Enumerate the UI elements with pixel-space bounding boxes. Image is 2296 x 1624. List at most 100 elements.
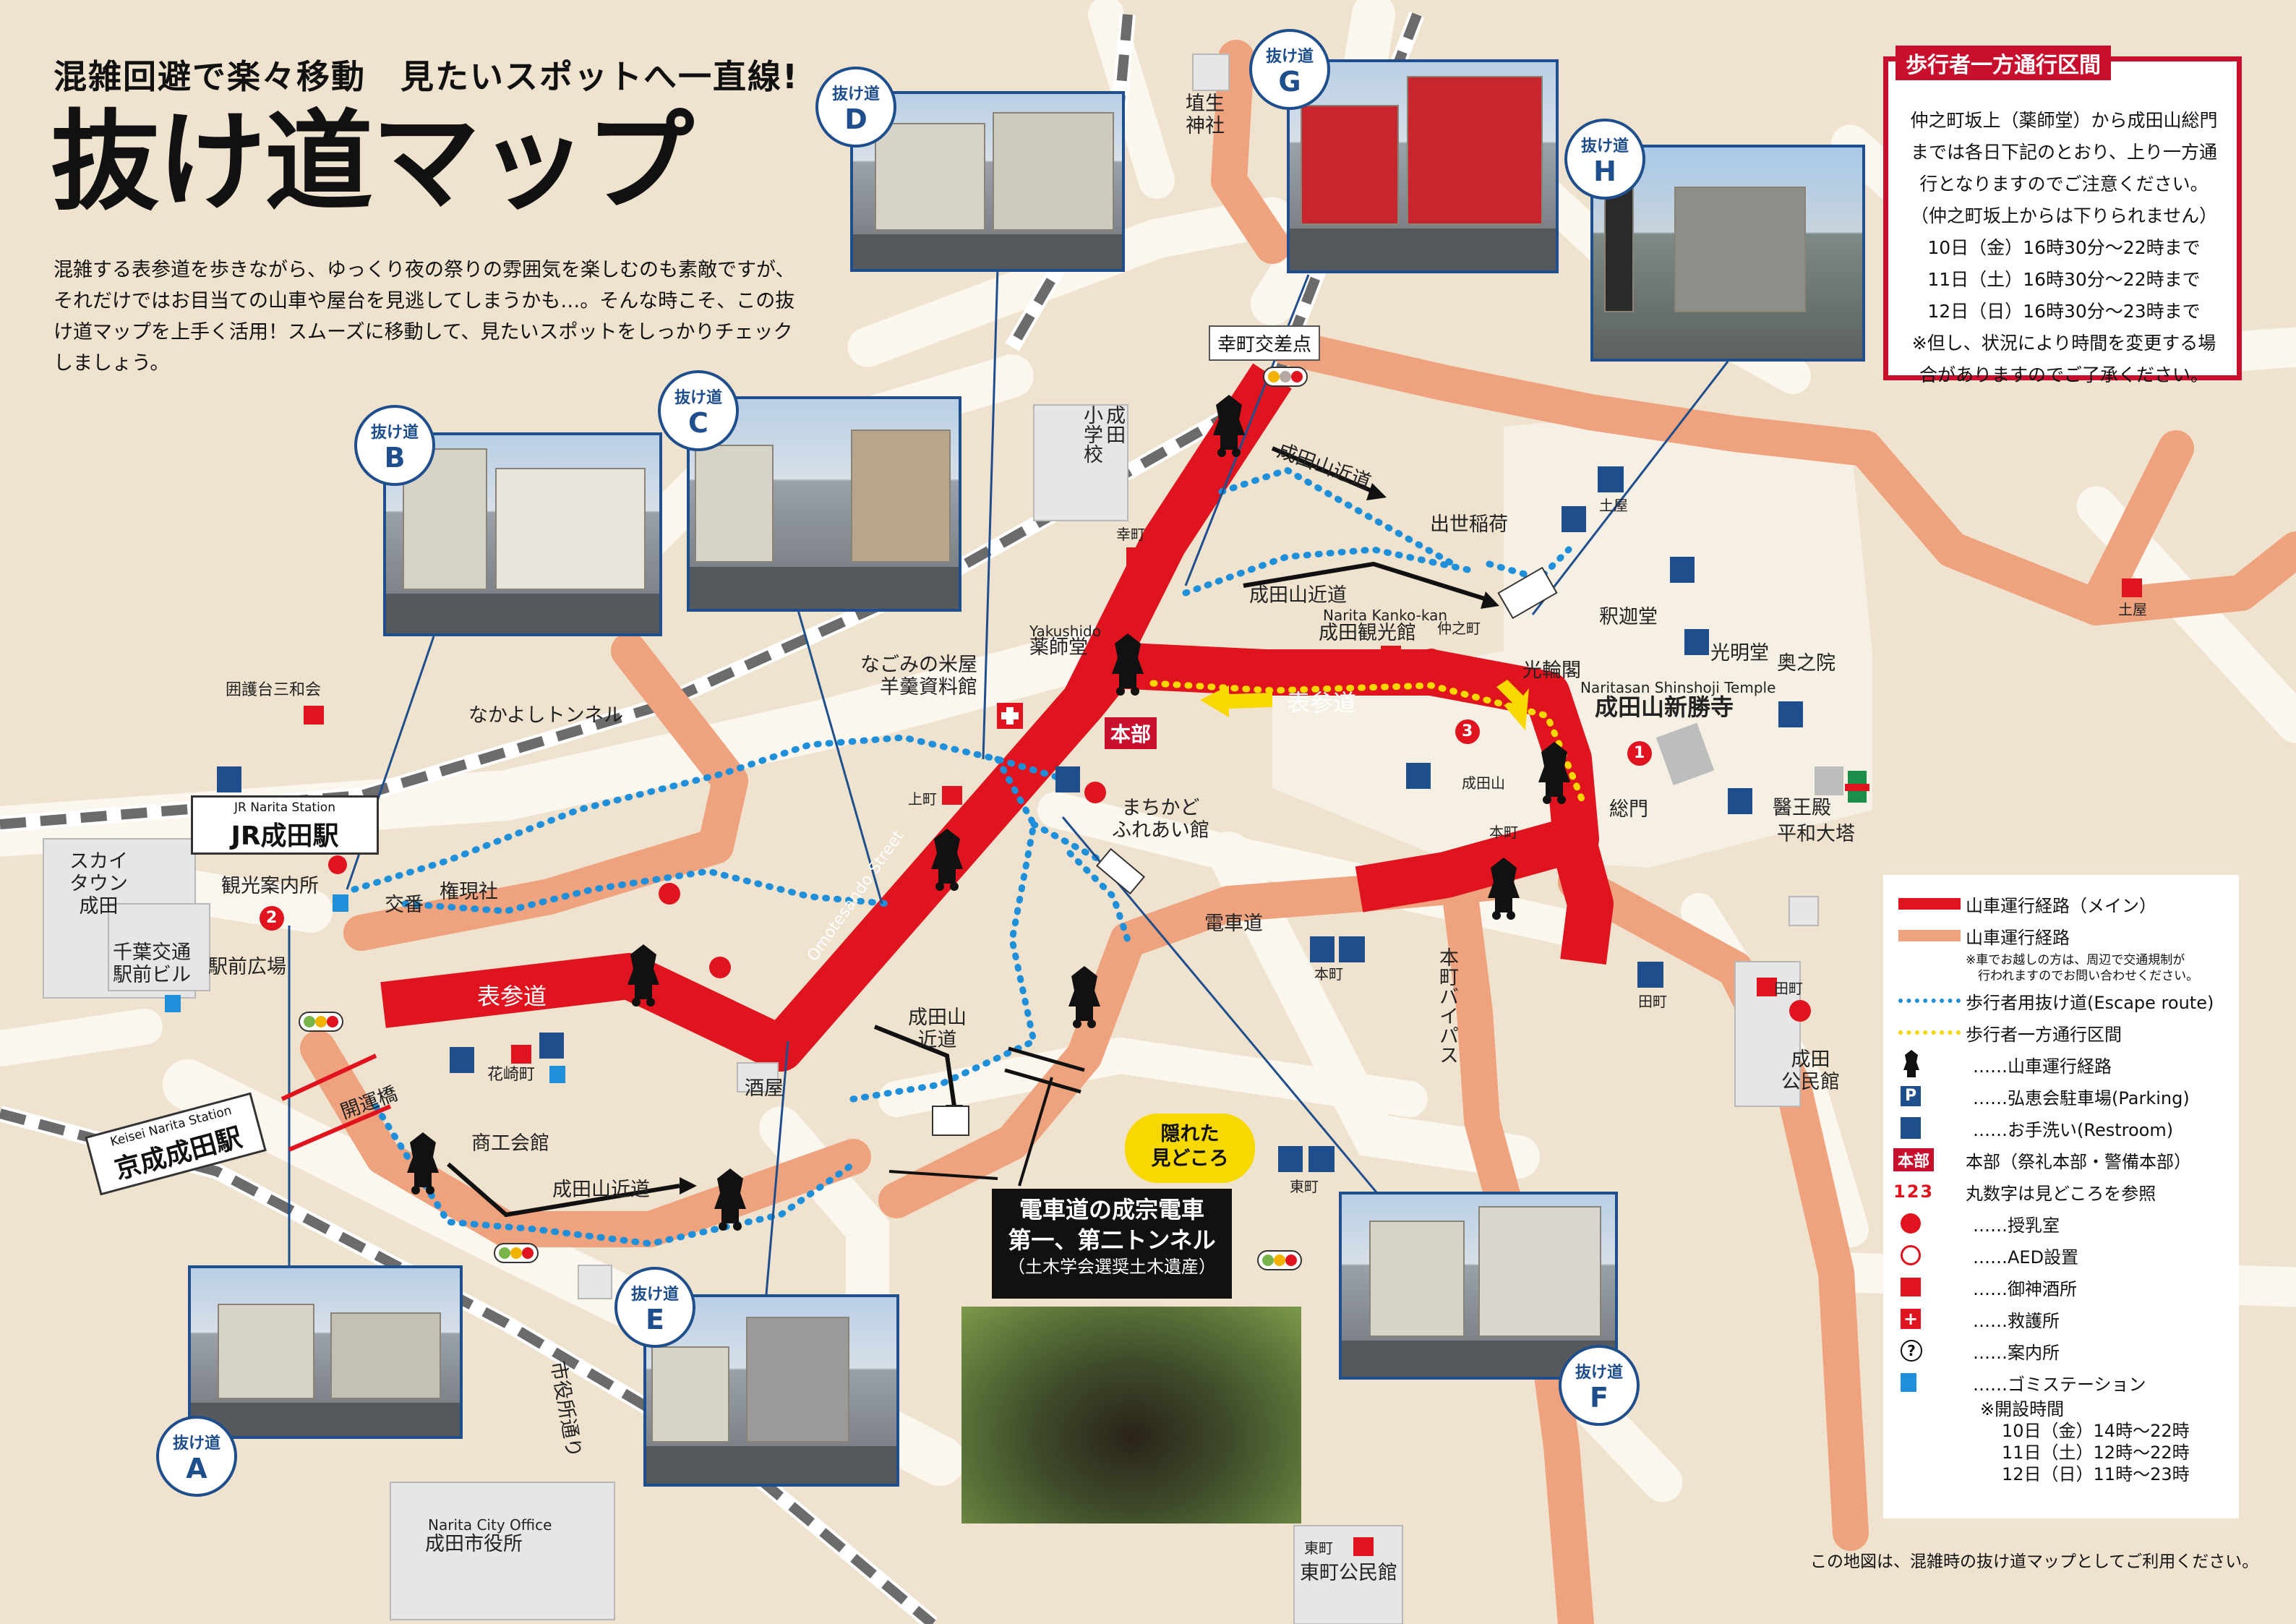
legend-label: ……AED設置 — [1973, 1247, 2079, 1268]
legend-label: ……授乳室 — [1973, 1215, 2060, 1236]
legend-row: ……お手洗い(Restroom) — [1893, 1112, 2229, 1144]
parking-markers — [1308, 466, 1663, 1172]
legend-hours-title: ※開設時間 — [1980, 1399, 2065, 1419]
temple-grounds — [1272, 412, 1872, 868]
number-icon: 123 — [1893, 1181, 1935, 1202]
legend-hours-line: 11日（土）12時～22時 — [2002, 1443, 2190, 1463]
label-hanazakicho: 花崎町 — [487, 1066, 536, 1084]
legend-row: 本部本部（祭礼本部・警備本部） — [1893, 1144, 2229, 1176]
crosswalks — [932, 566, 1558, 1136]
pedestrian-one-way-notice: 歩行者一方通行区間 仲之町坂上（薬師堂）から成田山総門 までは各日下記のとおり、… — [1883, 46, 2242, 385]
label-tamachi-2: 田町 — [1774, 980, 1803, 997]
label-honcho-2: 本町 — [1489, 824, 1518, 841]
main-float-route-icon — [1898, 898, 1961, 910]
legend-label: ……救護所 — [1973, 1310, 2060, 1331]
aed-markers — [328, 649, 1811, 1022]
honbu-marker[interactable]: 本部 — [1105, 717, 1157, 749]
label-shusse-inari: 出世稲荷 — [1430, 513, 1508, 536]
legend-hours: ※開設時間 10日（金）14時～22時 11日（土）12時～22時 12日（日）… — [1893, 1398, 2229, 1485]
restroom-markers — [217, 506, 1803, 1172]
traffic-lights — [299, 367, 1308, 1270]
legend-row: ……AED設置 — [1893, 1239, 2229, 1271]
notice-line: 11日（土）16時30分～22時まで — [1927, 269, 2201, 290]
jr-narita-station[interactable]: JR Narita Station JR成田駅 — [191, 795, 379, 855]
notice-line: 10日（金）16時30分～22時まで — [1927, 237, 2201, 258]
float-markers — [407, 395, 1570, 1231]
honbu-icon: 本部 — [1893, 1148, 1935, 1171]
legend-label: 丸数字は見どころを参照 — [1966, 1183, 2156, 1204]
notice-line: までは各日下記のとおり、上り一方通 — [1910, 142, 2217, 163]
label-sakaya: 酒屋 — [745, 1077, 784, 1100]
jr-station-label: JR成田駅 — [231, 821, 339, 851]
photo-escape-route-b — [383, 432, 662, 636]
label-okunoin: 奥之院 — [1777, 652, 1835, 675]
legend-label: ……山車運行経路 — [1973, 1056, 2112, 1077]
photo-escape-route-a — [188, 1265, 463, 1439]
restroom-icon — [1901, 1117, 1921, 1139]
label-narita-kominkan: 成田 公民館 — [1781, 1048, 1840, 1094]
label-yakushido: 薬師堂 — [1029, 636, 1088, 659]
label-yakushido-en: Yakushido — [1029, 623, 1101, 640]
nursing-icon — [1901, 1213, 1921, 1234]
label-saiwaicho-crossing: 幸町交差点 — [1209, 325, 1321, 361]
label-tamachi: 田町 — [1638, 993, 1667, 1010]
notice-title: 歩行者一方通行区間 — [1896, 46, 2111, 80]
photo-escape-route-c — [687, 396, 961, 612]
label-higashicho-1: 東町 — [1304, 1539, 1333, 1557]
tunnel-marks — [1004, 1046, 1085, 1094]
legend-row: ……御神酒所 — [1893, 1271, 2229, 1303]
one-way-icon — [1898, 1030, 1961, 1035]
tunnel-callout: 電車道の成宗電車 第一、第二トンネル （土木学会選奨土木遺産） — [992, 1189, 1232, 1299]
parking-icon: P — [1901, 1086, 1921, 1106]
hidden-spot-bubble: 隠れた 見どころ — [1125, 1114, 1255, 1183]
tunnel-title: 電車道の成宗電車 第一、第二トンネル — [1008, 1196, 1216, 1254]
label-nakayoshi-tunnel: なかよしトンネル — [468, 704, 624, 727]
first-aid-marker — [997, 703, 1023, 729]
notice-line: 12日（日）16時30分～23時まで — [1927, 301, 2201, 322]
label-shokokaikan: 商工会館 — [471, 1132, 549, 1155]
float-route-icon — [1898, 930, 1961, 941]
label-somon: 総門 — [1609, 798, 1648, 821]
aed-icon — [1901, 1245, 1921, 1265]
label-ekimae-hiroba: 駅前広場 — [208, 956, 286, 978]
label-koban: 交番 — [385, 894, 424, 916]
spot-number-1: 1 — [1634, 744, 1645, 762]
one-way-arrows — [1200, 680, 1529, 730]
legend-label: ……御神酒所 — [1973, 1278, 2077, 1299]
temple-icons — [1655, 722, 1869, 803]
photo-escape-route-d — [850, 91, 1125, 272]
label-komyodo: 光明堂 — [1710, 642, 1769, 664]
label-nagomi-yoneya: なごみの米屋 羊羹資料館 — [860, 654, 977, 699]
label-omotesando-2: 表参道 — [1287, 689, 1357, 717]
legend-row: ……ゴミステーション — [1893, 1367, 2229, 1398]
spot-number-markers — [260, 719, 1652, 931]
label-narita-kinko-4: 成田山 近道 — [908, 1007, 967, 1052]
label-tsuchiya-2: 土屋 — [2118, 601, 2147, 618]
legend-row: ……山車運行経路 — [1893, 1048, 2229, 1080]
escape-routes — [351, 466, 1572, 1247]
kaiunbashi-bridge — [280, 1054, 392, 1152]
legend-label: ……お手洗い(Restroom) — [1973, 1119, 2174, 1140]
spot-number-2: 2 — [266, 909, 278, 927]
legend-row: ?……案内所 — [1893, 1335, 2229, 1367]
label-kanko-kan-en: Narita Kanko-kan — [1323, 607, 1448, 624]
legend-hours-line: 10日（金）14時～22時 — [2002, 1421, 2190, 1441]
notice-line: 仲之町坂上（薬師堂）から成田山総門 — [1910, 110, 2218, 131]
label-shinshoji: 成田山新勝寺 — [1595, 693, 1734, 721]
legend-row: +……救護所 — [1893, 1303, 2229, 1335]
legend-label: ……案内所 — [1973, 1342, 2060, 1363]
label-city-office: 成田市役所 — [425, 1533, 523, 1555]
label-honcho-bypass: 本町バイパス — [1436, 947, 1459, 1064]
jr-station-en: JR Narita Station — [234, 800, 335, 815]
label-iodono: 醫王殿 — [1773, 797, 1831, 819]
sake-markers — [304, 547, 2142, 1556]
